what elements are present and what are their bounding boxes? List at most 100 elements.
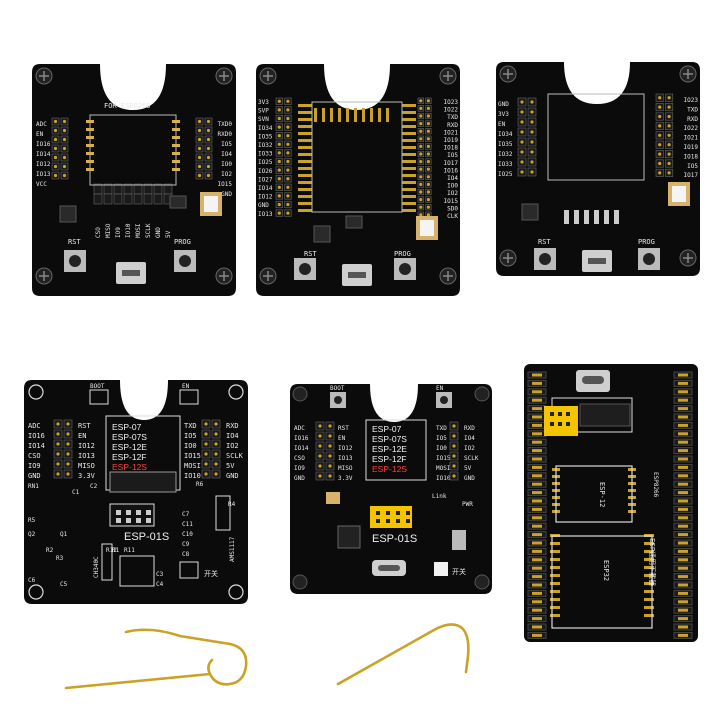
pin-label: TXD: [184, 422, 197, 430]
pin-label: SCLK: [226, 452, 244, 460]
rst-button[interactable]: [64, 250, 86, 272]
pin-label: IO16: [444, 167, 459, 174]
usb-c-port[interactable]: [372, 560, 406, 576]
pin-label: IO15: [436, 455, 451, 462]
part-label: R2: [46, 547, 54, 554]
micro-usb-port[interactable]: [582, 250, 612, 272]
pin-label: IO5: [221, 141, 232, 148]
pin-label: IO21: [684, 135, 699, 142]
part-label: C6: [28, 577, 36, 584]
pin-label: IO18: [684, 153, 699, 160]
pin-label: MOSI: [436, 465, 451, 472]
part-label: C4: [156, 581, 164, 588]
pin-label: IO25: [258, 159, 273, 166]
module-label: ESP-07: [372, 424, 402, 434]
pin-label: RST: [338, 425, 349, 432]
esp01s-socket[interactable]: [370, 506, 412, 528]
pin-label: IO9: [28, 462, 41, 470]
pin-label: RXD0: [218, 131, 233, 138]
module-label: ESP-12S: [112, 462, 147, 472]
pin-label: ADC: [28, 422, 41, 430]
pin-label: MISO: [338, 465, 353, 472]
pin-label: IO4: [447, 175, 458, 182]
pin-label: IO16: [28, 432, 45, 440]
pin-label: IO14: [28, 442, 45, 450]
part-label: RN1: [28, 483, 39, 490]
module-label: ESP-07S: [112, 432, 147, 442]
power-switch[interactable]: [434, 562, 448, 576]
pin-label: IO15: [218, 181, 233, 188]
pin-label: IO10: [436, 475, 451, 482]
ams1117-label: AMS1117: [229, 536, 236, 562]
esp01-socket[interactable]: [544, 406, 578, 436]
pin-label: IO18: [444, 145, 459, 152]
pin-label: IO10: [125, 223, 132, 238]
pin-label: IO2: [221, 171, 232, 178]
pin-label: IO32: [498, 151, 513, 158]
pin-label: IO17: [444, 160, 459, 167]
part-label: R5: [28, 517, 36, 524]
pin-label: IO12: [78, 442, 95, 450]
pin-label: IO13: [338, 455, 353, 462]
pin-label: RXD: [447, 122, 458, 129]
pin-label: SVP: [258, 108, 269, 115]
module-label: ESP-07: [112, 422, 142, 432]
rst-button[interactable]: [294, 258, 316, 280]
pin-label: IO34: [498, 131, 513, 138]
part-label: R3: [56, 555, 64, 562]
module-label: ESP-12S: [372, 464, 407, 474]
pin-label: IO32: [258, 142, 273, 149]
pin-label: GND: [294, 475, 305, 482]
prog-button[interactable]: [638, 248, 660, 270]
pin-label: TXD: [436, 425, 447, 432]
pin-label: IO21: [444, 129, 459, 136]
part-label: C8: [182, 551, 190, 558]
pin-label: IO19: [444, 137, 459, 144]
switch-label: 开关: [204, 569, 218, 578]
pin-label: GND: [226, 472, 239, 480]
ch340-label: CH340C: [93, 556, 100, 578]
micro-usb-port[interactable]: [342, 264, 372, 286]
pin-label: IO0: [436, 445, 447, 452]
pin-label: 5V: [464, 465, 472, 472]
pin-label: IO13: [78, 452, 95, 460]
en-button[interactable]: [436, 392, 452, 408]
boot-button[interactable]: [330, 392, 346, 408]
pin-label: IO0: [184, 442, 197, 450]
rst-button[interactable]: [534, 248, 556, 270]
pin-label: 5V: [165, 230, 172, 238]
part-label: C9: [182, 541, 190, 548]
prog-button[interactable]: [174, 250, 196, 272]
pin-label: EN: [78, 432, 86, 440]
part-label: C7: [182, 511, 190, 518]
pin-label: IO5: [436, 435, 447, 442]
boot-button[interactable]: [89, 389, 109, 405]
pin-label: SVN: [258, 116, 269, 123]
module-label: ESP-12E: [112, 442, 147, 452]
pin-label: EN: [338, 435, 346, 442]
pin-label: IO16: [294, 435, 309, 442]
part-label: Q2: [28, 531, 36, 538]
micro-usb-port[interactable]: [116, 262, 146, 284]
pin-label: IO25: [498, 171, 513, 178]
prog-button[interactable]: [394, 258, 416, 280]
part-label: C1: [72, 489, 80, 496]
en-button[interactable]: [179, 389, 199, 405]
module-label: ESP-12E: [372, 444, 407, 454]
pin-label: CSO: [28, 452, 41, 460]
pin-label: ADC: [36, 121, 47, 128]
pin-label: IO10: [184, 472, 201, 480]
part-label: C5: [60, 581, 68, 588]
en-label: EN: [182, 383, 190, 390]
pin-label: GND: [498, 101, 509, 108]
pin-label: 5V: [226, 462, 235, 470]
pin-label: IO23: [444, 99, 459, 106]
usb-c-footprint: [119, 555, 155, 587]
switch-label: 开关: [452, 567, 466, 576]
pin-label: IO9: [294, 465, 305, 472]
pin-label: IO2: [447, 190, 458, 197]
pin-label: TXD: [447, 114, 458, 121]
